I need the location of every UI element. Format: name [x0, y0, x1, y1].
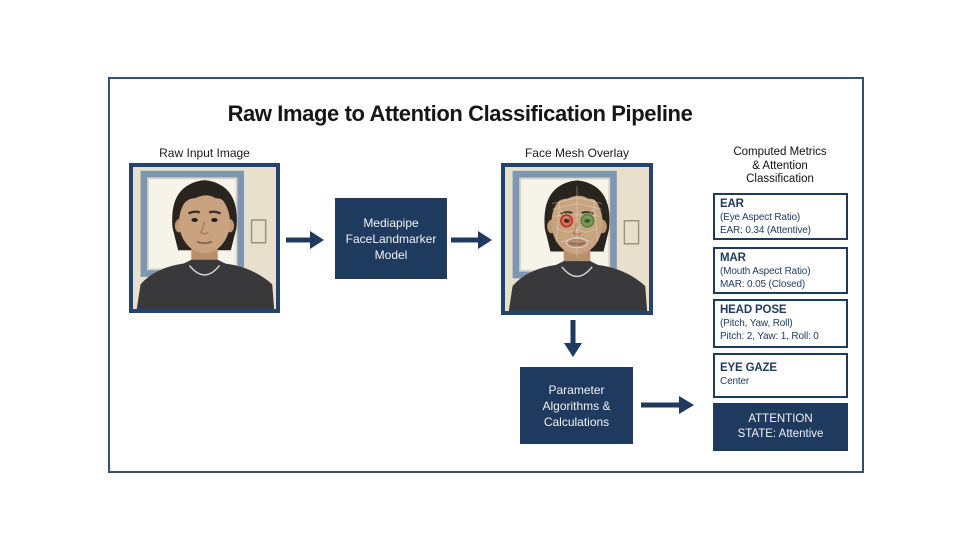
raw-input-image-label: Raw Input Image: [159, 146, 250, 160]
metric-box-ear: EAR (Eye Aspect Ratio) EAR: 0.34 (Attent…: [713, 193, 848, 240]
attention-line1: ATTENTION: [748, 413, 813, 425]
mediapipe-line1: Mediapipe: [363, 215, 419, 230]
mar-title: MAR: [720, 252, 746, 264]
raw-input-photo: [129, 163, 280, 313]
arrow-right-icon-3: [641, 396, 694, 414]
ear-title: EAR: [720, 198, 744, 210]
mar-subtitle: (Mouth Aspect Ratio): [720, 266, 811, 277]
attention-line2: STATE: Attentive: [737, 428, 824, 440]
necklace: [188, 265, 221, 276]
parameter-calculations-box: Parameter Algorithms & Calculations: [520, 367, 633, 444]
arrow-right-icon-1: [286, 231, 324, 249]
metric-box-eye-gaze: EYE GAZE Center: [713, 353, 848, 398]
mar-value: MAR: 0.05 (Closed): [720, 279, 806, 290]
ear-subtitle: (Eye Aspect Ratio): [720, 212, 801, 223]
webcam-portrait-illustration: [133, 167, 276, 309]
mediapipe-model-box: Mediapipe FaceLandmarker Model: [335, 198, 447, 279]
hair-front: [176, 180, 233, 222]
head-pose-subtitle: (Pitch, Yaw, Roll): [720, 318, 793, 329]
face-mesh-overlay-label: Face Mesh Overlay: [524, 146, 630, 160]
metrics-column-header: Computed Metrics & Attention Classificat…: [705, 146, 855, 187]
mediapipe-line3: Model: [374, 247, 408, 262]
head-pose-title: HEAD POSE: [720, 304, 787, 316]
metric-box-mar: MAR (Mouth Aspect Ratio) MAR: 0.05 (Clos…: [713, 247, 848, 294]
metrics-header-line2: & Attention: [752, 159, 808, 172]
lips-marker: [566, 237, 588, 249]
attention-state-box: ATTENTION STATE: Attentive: [713, 403, 848, 451]
mediapipe-line2: FaceLandmarker: [345, 231, 437, 246]
metrics-header-line1: Computed Metrics: [733, 146, 827, 158]
head-pose-value: Pitch: 2, Yaw: 1, Roll: 0: [720, 331, 819, 342]
eye-gaze-title: EYE GAZE: [720, 362, 777, 374]
metric-box-head-pose: HEAD POSE (Pitch, Yaw, Roll) Pitch: 2, Y…: [713, 299, 848, 348]
arrow-right-icon-2: [451, 231, 492, 249]
left-eye-marker: [560, 214, 574, 228]
arrow-down-icon: [564, 320, 582, 357]
ear-value: EAR: 0.34 (Attentive): [720, 225, 811, 236]
face-mesh-photo: [501, 163, 653, 315]
tshirt: [136, 259, 275, 309]
parameter-line2: Algorithms &: [542, 398, 611, 413]
face-mesh-portrait-illustration: [505, 167, 649, 311]
eye-gaze-value: Center: [720, 376, 750, 387]
pipeline-title: Raw Image to Attention Classification Pi…: [227, 101, 693, 126]
right-eye-marker: [580, 213, 595, 228]
metrics-header-line3: Classification: [746, 173, 814, 185]
parameter-line1: Parameter: [548, 382, 605, 397]
wall-picture-frame: [250, 219, 267, 244]
parameter-line3: Calculations: [543, 414, 610, 429]
